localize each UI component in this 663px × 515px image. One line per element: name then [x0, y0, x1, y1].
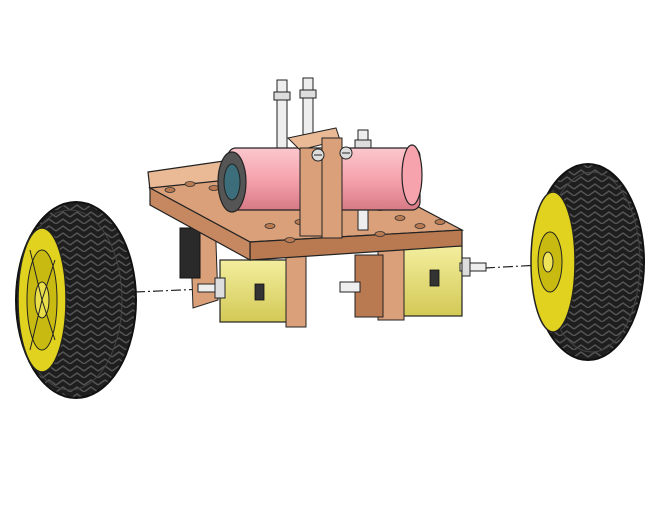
left-wheel [15, 201, 137, 399]
battery-bracket [286, 127, 353, 239]
left-motor [179, 214, 307, 328]
right-motor-shaft [459, 262, 487, 272]
right-motor [339, 245, 487, 321]
right-wheel [530, 163, 645, 361]
